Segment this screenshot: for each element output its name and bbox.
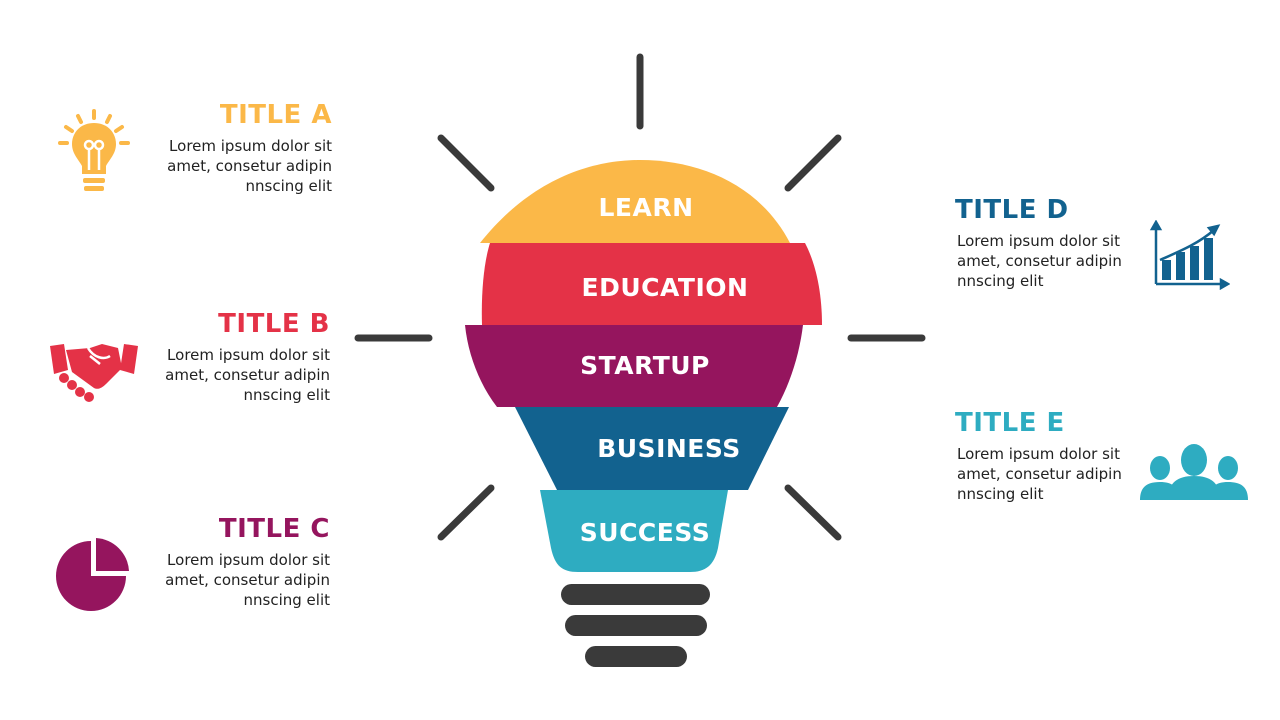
ray-top-left bbox=[437, 134, 495, 192]
item-a-description: Lorem ipsum dolor sit amet, consetur adi… bbox=[167, 137, 332, 195]
handshake-icon bbox=[50, 344, 138, 402]
ray-top-right bbox=[784, 134, 842, 192]
item-d-description: Lorem ipsum dolor sit amet, consetur adi… bbox=[957, 232, 1122, 290]
item-c-title: TITLE C bbox=[218, 514, 330, 544]
item-b: TITLE B Lorem ipsum dolor sit amet, cons… bbox=[130, 309, 330, 405]
item-e-description: Lorem ipsum dolor sit amet, consetur adi… bbox=[957, 445, 1122, 503]
layer-startup bbox=[465, 325, 803, 407]
pie-chart-icon bbox=[56, 538, 129, 611]
item-d: TITLE D Lorem ipsum dolor sit amet, cons… bbox=[955, 195, 1155, 291]
layer-education bbox=[481, 243, 822, 325]
layer-business bbox=[515, 407, 789, 490]
item-c: TITLE C Lorem ipsum dolor sit amet, cons… bbox=[130, 514, 330, 610]
layer-label-education: EDUCATION bbox=[582, 273, 749, 302]
item-c-description: Lorem ipsum dolor sit amet, consetur adi… bbox=[165, 551, 330, 609]
item-e: TITLE E Lorem ipsum dolor sit amet, cons… bbox=[955, 408, 1155, 504]
item-a: TITLE A Lorem ipsum dolor sit amet, cons… bbox=[132, 100, 332, 196]
team-icon bbox=[1140, 444, 1248, 500]
layer-success bbox=[540, 490, 728, 572]
growth-chart-icon bbox=[1149, 220, 1230, 290]
ray-bottom-right bbox=[784, 484, 842, 541]
layer-label-learn: LEARN bbox=[598, 193, 693, 222]
layer-label-business: BUSINESS bbox=[597, 434, 741, 463]
layer-learn bbox=[480, 160, 790, 243]
item-b-description: Lorem ipsum dolor sit amet, consetur adi… bbox=[165, 346, 330, 404]
lightbulb-icon bbox=[58, 109, 130, 191]
item-e-title: TITLE E bbox=[955, 408, 1065, 438]
bulb-base bbox=[561, 584, 710, 667]
light-rays bbox=[354, 53, 926, 541]
layer-label-startup: STARTUP bbox=[580, 351, 710, 380]
item-b-title: TITLE B bbox=[218, 309, 330, 339]
item-d-title: TITLE D bbox=[955, 195, 1069, 225]
ray-bottom-left bbox=[437, 484, 495, 541]
item-a-title: TITLE A bbox=[219, 100, 332, 130]
layer-label-success: SUCCESS bbox=[580, 518, 710, 547]
